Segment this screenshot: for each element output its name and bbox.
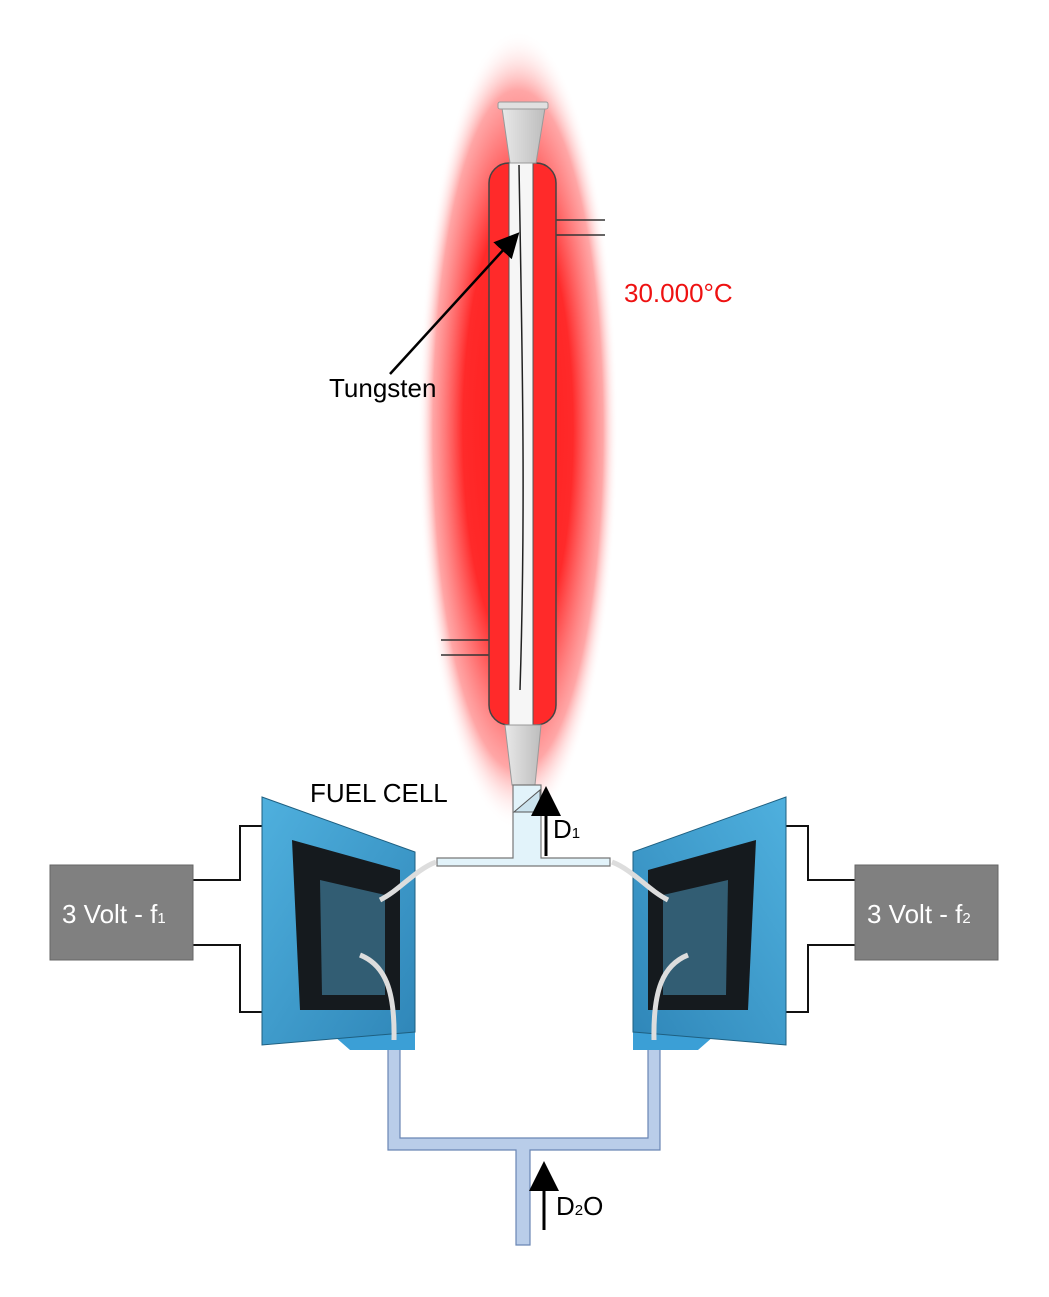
- power-supply-right: 3 Volt - f2: [854, 864, 999, 961]
- power-supply-right-label: 3 Volt - f2: [867, 899, 971, 929]
- coolant-arms: [441, 219, 605, 656]
- tungsten-label: Tungsten: [329, 373, 436, 403]
- tungsten-wire: [518, 164, 524, 691]
- temperature-label: 30.000°C: [624, 278, 733, 308]
- fuel-cell-right: [611, 796, 787, 1050]
- tungsten-pointer-arrow: [389, 232, 520, 375]
- fuel-cell-label: FUEL CELL: [310, 778, 448, 808]
- d1-outlet-tube: [436, 784, 611, 867]
- top-stopper: [497, 101, 549, 164]
- power-wires: [193, 825, 855, 1013]
- power-supply-left-label: 3 Volt - f1: [62, 899, 166, 929]
- d2o-label: D2O: [556, 1191, 603, 1221]
- d2o-inlet-pipe: [387, 1039, 661, 1246]
- fuel-cell-left: [261, 796, 437, 1050]
- power-supply-left: 3 Volt - f1: [49, 864, 194, 961]
- d1-label: D1: [553, 814, 580, 844]
